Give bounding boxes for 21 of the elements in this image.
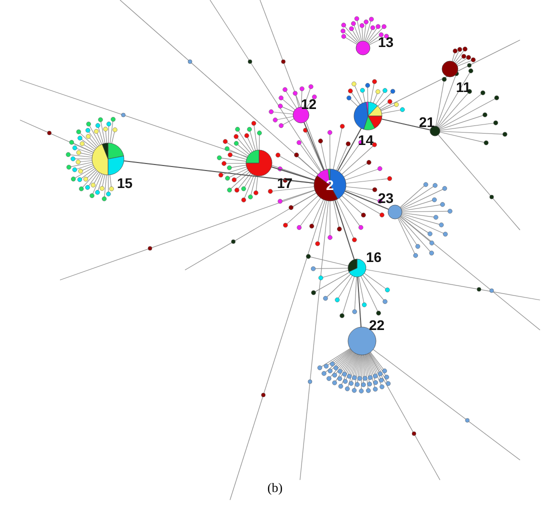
- connector-line: [334, 200, 355, 260]
- connector-line: [381, 118, 431, 130]
- node-number: 23: [378, 191, 394, 205]
- connector-line: [270, 166, 316, 181]
- network-node: [419, 115, 440, 136]
- node-number: 13: [378, 35, 394, 49]
- node-number: 11: [456, 80, 471, 94]
- node-number: 15: [117, 176, 133, 190]
- connector-line: [357, 276, 362, 328]
- node-number: 14: [358, 133, 374, 147]
- connector-line: [344, 190, 390, 210]
- network-node: [378, 191, 402, 219]
- node-number: 21: [419, 115, 435, 129]
- network-node: [354, 102, 382, 148]
- connector-line: [123, 160, 315, 184]
- node-number: 16: [366, 250, 382, 264]
- connector-line: [304, 122, 324, 171]
- node-number: 12: [301, 97, 317, 111]
- node-number: 22: [369, 318, 385, 332]
- figure-caption: (b): [267, 480, 283, 496]
- connector-line: [337, 128, 362, 172]
